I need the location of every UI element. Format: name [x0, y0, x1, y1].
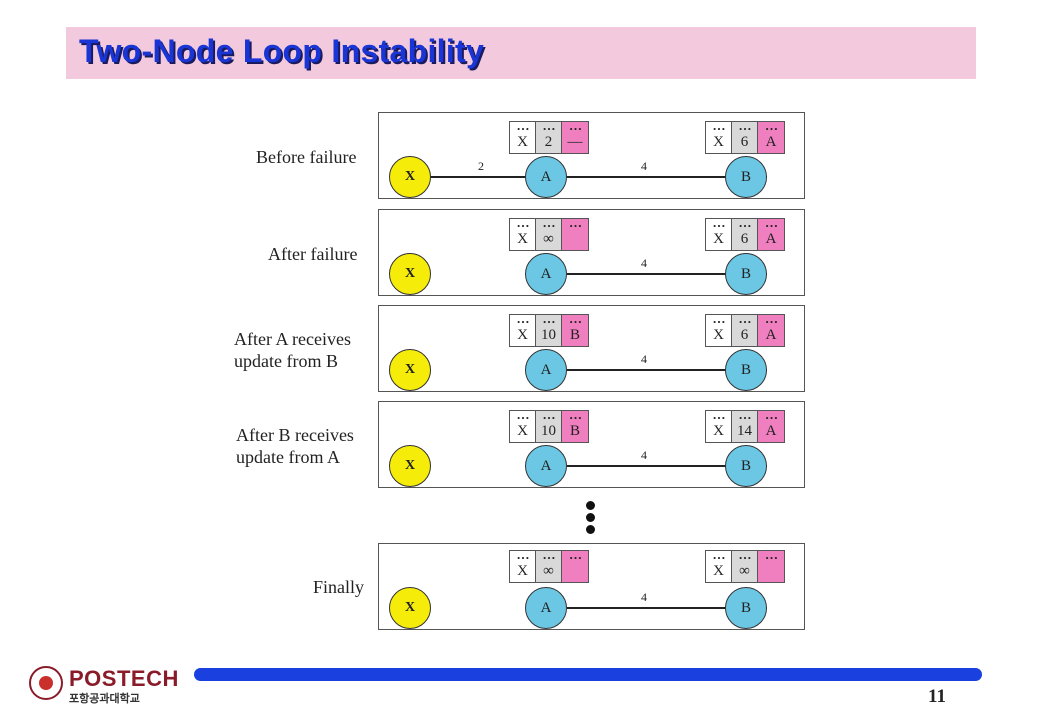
table-cell-destination: …X — [510, 407, 536, 442]
table-cell-destination: …X — [706, 215, 732, 250]
stage-panel-after-failure: 4 X A B …X …∞ … …X …6 …A — [378, 209, 805, 296]
table-cell-next-hop: …A — [758, 215, 784, 250]
stage-panel-b-receives-update: 4 X A B …X …10 …B …X …14 …A — [378, 401, 805, 488]
stage-panel-finally: 4 X A B …X …∞ … …X …∞ … — [378, 543, 805, 630]
link-a-b — [567, 176, 767, 178]
routing-table-b: …X …∞ … — [705, 547, 785, 583]
routing-table-b: …X …14 …A — [705, 407, 785, 443]
table-cell-next-hop: …B — [562, 407, 588, 442]
table-cell-next-hop: … — [758, 547, 784, 582]
node-b: B — [725, 445, 767, 487]
table-cell-destination: …X — [706, 118, 732, 153]
link-a-b-weight: 4 — [641, 590, 647, 604]
title-bar: Two-Node Loop Instability — [66, 27, 976, 79]
table-cell-destination: …X — [706, 311, 732, 346]
table-cell-destination: …X — [706, 407, 732, 442]
slide-title: Two-Node Loop Instability — [79, 33, 485, 69]
node-b: B — [725, 253, 767, 295]
node-b: B — [725, 349, 767, 391]
stage-label: After A receives update from B — [234, 328, 351, 372]
logo-name: POSTECH — [69, 666, 179, 691]
stage-label-line: After B receives — [236, 425, 354, 445]
node-a: A — [525, 349, 567, 391]
stage-label: After failure — [268, 243, 357, 265]
table-cell-next-hop: … — [562, 215, 588, 250]
stage-panel-before-failure: 2 4 X A B …X …2 …— …X …6 …A — [378, 112, 805, 199]
vertical-ellipsis-icon — [586, 501, 596, 537]
table-cell-cost: …6 — [732, 215, 758, 250]
link-a-b — [567, 273, 767, 275]
node-a: A — [525, 587, 567, 629]
node-b: B — [725, 156, 767, 198]
routing-table-a: …X …2 …— — [509, 118, 589, 154]
table-cell-next-hop: …A — [758, 407, 784, 442]
node-x: X — [389, 587, 431, 629]
link-a-b-weight: 4 — [641, 159, 647, 173]
table-cell-destination: …X — [510, 311, 536, 346]
routing-table-a: …X …∞ … — [509, 547, 589, 583]
table-cell-next-hop: … — [562, 547, 588, 582]
table-cell-cost: …∞ — [732, 547, 758, 582]
node-x: X — [389, 349, 431, 391]
link-x-a — [427, 176, 577, 178]
table-cell-next-hop: …A — [758, 118, 784, 153]
table-cell-cost: …∞ — [536, 547, 562, 582]
routing-table-b: …X …6 …A — [705, 311, 785, 347]
table-cell-cost: …6 — [732, 118, 758, 153]
stage-panel-a-receives-update: 4 X A B …X …10 …B …X …6 …A — [378, 305, 805, 392]
table-cell-destination: …X — [510, 118, 536, 153]
node-a: A — [525, 253, 567, 295]
table-cell-destination: …X — [510, 215, 536, 250]
node-x: X — [389, 156, 431, 198]
routing-table-b: …X …6 …A — [705, 118, 785, 154]
table-cell-next-hop: …A — [758, 311, 784, 346]
table-cell-cost: …∞ — [536, 215, 562, 250]
stage-label-line: update from B — [234, 351, 338, 371]
stage-label-line: update from A — [236, 447, 340, 467]
table-cell-cost: …14 — [732, 407, 758, 442]
table-cell-destination: …X — [510, 547, 536, 582]
table-cell-cost: …10 — [536, 311, 562, 346]
node-b: B — [725, 587, 767, 629]
routing-table-a: …X …10 …B — [509, 407, 589, 443]
node-x: X — [389, 445, 431, 487]
stage-label: After B receives update from A — [236, 424, 354, 468]
table-cell-next-hop: …— — [562, 118, 588, 153]
link-a-b-weight: 4 — [641, 256, 647, 270]
link-a-b — [567, 607, 767, 609]
stage-label: Before failure — [256, 146, 356, 168]
stage-label-line: Before failure — [256, 147, 357, 167]
link-a-b-weight: 4 — [641, 352, 647, 366]
table-cell-cost: …10 — [536, 407, 562, 442]
node-a: A — [525, 156, 567, 198]
page-number: 11 — [928, 686, 946, 707]
node-a: A — [525, 445, 567, 487]
stage-label-line: After A receives — [234, 329, 351, 349]
table-cell-cost: …2 — [536, 118, 562, 153]
footer-bar — [194, 668, 982, 681]
node-x: X — [389, 253, 431, 295]
table-cell-destination: …X — [706, 547, 732, 582]
university-seal-icon — [29, 666, 63, 700]
link-x-a-weight: 2 — [478, 159, 484, 173]
stage-label: Finally — [313, 576, 364, 598]
stage-label-line: Finally — [313, 577, 365, 597]
logo-korean-name: 포항공과대학교 — [69, 692, 140, 705]
postech-logo: POSTECH 포항공과대학교 — [29, 666, 178, 708]
routing-table-a: …X …10 …B — [509, 311, 589, 347]
routing-table-a: …X …∞ … — [509, 215, 589, 251]
link-a-b — [567, 465, 767, 467]
link-a-b-weight: 4 — [641, 448, 647, 462]
routing-table-b: …X …6 …A — [705, 215, 785, 251]
table-cell-next-hop: …B — [562, 311, 588, 346]
stage-label-line: After failure — [268, 244, 358, 264]
link-a-b — [567, 369, 767, 371]
table-cell-cost: …6 — [732, 311, 758, 346]
